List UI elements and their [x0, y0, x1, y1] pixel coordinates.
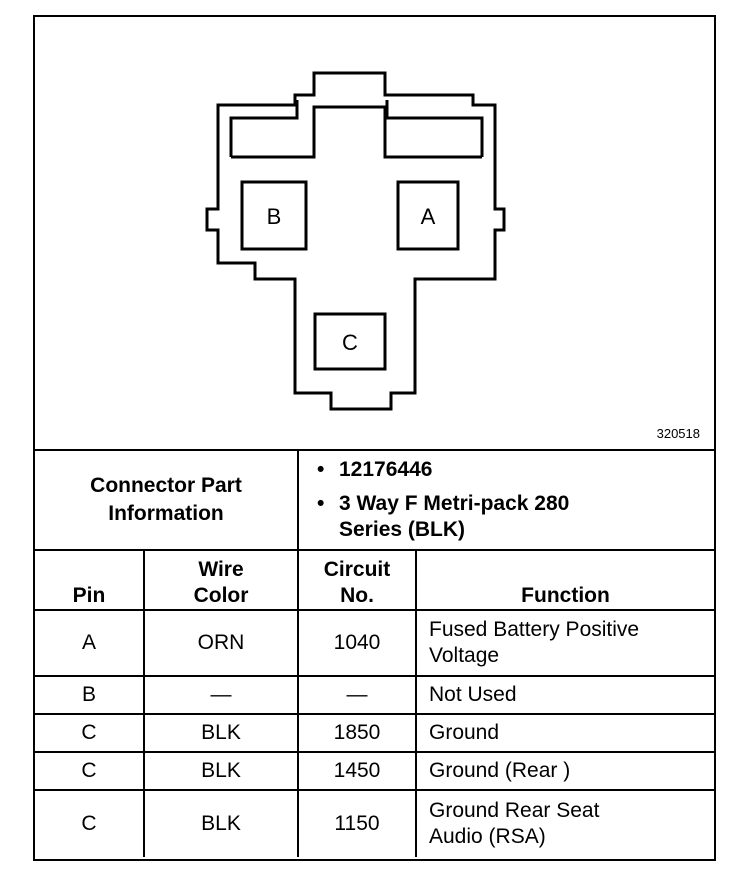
- cell-pin: C: [35, 789, 145, 857]
- cell-circuit-no: 1150: [297, 789, 417, 857]
- cell-wire-color: BLK: [143, 751, 299, 791]
- connector-info-label: Connector Part Information: [35, 449, 299, 551]
- table-row: C BLK 1150 Ground Rear Seat Audio (RSA): [35, 789, 714, 857]
- cell-wire-color: —: [143, 675, 299, 715]
- table-row: C BLK 1850 Ground: [35, 713, 714, 753]
- cavity-c-label: C: [342, 330, 358, 355]
- connector-info-label-text: Connector Part Information: [90, 474, 242, 525]
- cell-wire-color: BLK: [143, 713, 299, 753]
- cavity-a-label: A: [421, 204, 436, 229]
- connector-outline: [205, 71, 506, 411]
- cell-function: Ground (Rear ): [415, 751, 714, 791]
- connector-info-row: Connector Part Information 12176446 3 Wa…: [35, 449, 714, 551]
- cell-pin: C: [35, 713, 145, 753]
- cell-circuit-no: 1850: [297, 713, 417, 753]
- connector-info-values: 12176446 3 Way F Metri-pack 280 Series (…: [297, 449, 714, 551]
- cell-wire-color: BLK: [143, 789, 299, 857]
- cavity-a: [396, 180, 460, 251]
- part-number: 12176446: [317, 457, 714, 483]
- header-circuit-no: Circuit No.: [297, 549, 417, 611]
- cell-function: Not Used: [415, 675, 714, 715]
- connector-face-diagram: B A C: [205, 71, 506, 411]
- latch-inner: [231, 116, 316, 159]
- header-function: Function: [415, 549, 714, 611]
- cell-function: Fused Battery Positive Voltage: [415, 609, 714, 677]
- connector-table: Connector Part Information 12176446 3 Wa…: [35, 449, 714, 857]
- cell-circuit-no: —: [297, 675, 417, 715]
- cell-wire-color: ORN: [143, 609, 299, 677]
- table-row: A ORN 1040 Fused Battery Positive Voltag…: [35, 609, 714, 677]
- latch-inner: [383, 116, 482, 159]
- table-row: C BLK 1450 Ground (Rear ): [35, 751, 714, 791]
- cell-circuit-no: 1450: [297, 751, 417, 791]
- latch-inner: [385, 100, 484, 157]
- latch-inner: [229, 100, 299, 157]
- cavity-b-label: B: [267, 204, 282, 229]
- cell-function: Ground: [415, 713, 714, 753]
- cell-pin: B: [35, 675, 145, 715]
- table-row: B — — Not Used: [35, 675, 714, 715]
- connector-description: 3 Way F Metri-pack 280 Series (BLK): [317, 491, 714, 543]
- cavity-c: [313, 312, 387, 371]
- cell-circuit-no: 1040: [297, 609, 417, 677]
- cell-pin: A: [35, 609, 145, 677]
- connector-sheet: B A C 320518 Connector Part Information …: [33, 15, 716, 861]
- header-pin: Pin: [35, 549, 145, 611]
- cell-function: Ground Rear Seat Audio (RSA): [415, 789, 714, 857]
- figure-number: 320518: [656, 426, 700, 441]
- cavity-b: [240, 180, 308, 251]
- latch-center: [312, 105, 387, 116]
- header-wire-color: Wire Color: [143, 549, 299, 611]
- table-header-row: Pin Wire Color Circuit No. Function: [35, 549, 714, 611]
- cell-pin: C: [35, 751, 145, 791]
